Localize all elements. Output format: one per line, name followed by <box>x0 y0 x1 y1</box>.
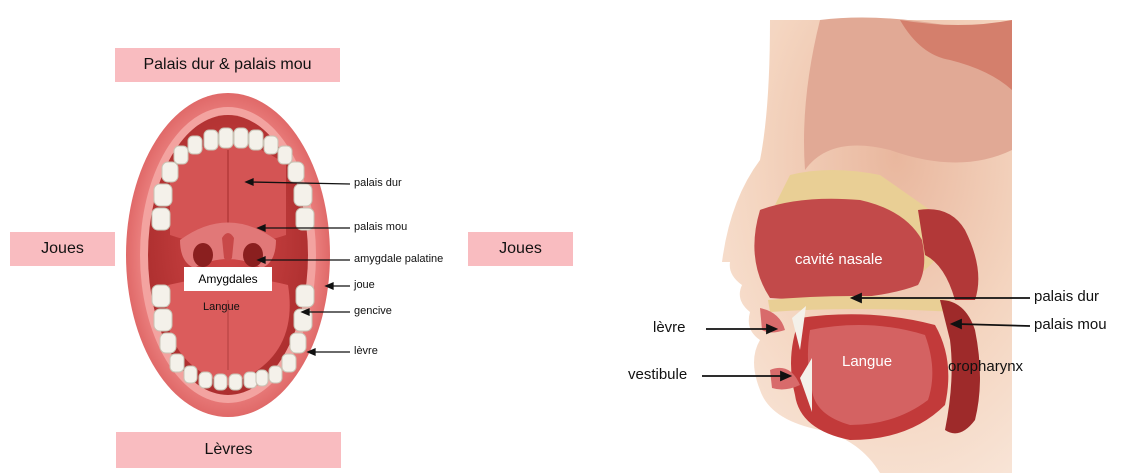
tonsil-left <box>193 243 213 267</box>
label-vestibule: vestibule <box>628 366 687 383</box>
palate-title-box: Palais dur & palais mou <box>115 48 340 82</box>
label-cavite-nasale: cavité nasale <box>795 251 883 268</box>
label-levre-right: lèvre <box>653 319 686 336</box>
label-levre: lèvre <box>354 345 378 357</box>
label-palais-dur-right: palais dur <box>1034 288 1099 305</box>
label-amygdale-palatine: amygdale palatine <box>354 253 443 265</box>
amygdales-label: Amygdales <box>184 267 272 291</box>
label-palais-mou: palais mou <box>354 221 407 233</box>
sagittal-head-illustration <box>722 18 1012 473</box>
label-gencive: gencive <box>354 305 392 317</box>
label-palais-mou-right: palais mou <box>1034 316 1107 333</box>
open-mouth-illustration <box>126 93 330 417</box>
lips-title-box: Lèvres <box>116 432 341 468</box>
langue-inner-label: Langue <box>203 301 240 313</box>
label-langue: Langue <box>842 353 892 370</box>
tonsil-right <box>243 243 263 267</box>
cheeks-right-box: Joues <box>468 232 573 266</box>
label-joue: joue <box>354 279 375 291</box>
label-oropharynx: oropharynx <box>948 358 1023 375</box>
label-palais-dur: palais dur <box>354 177 402 189</box>
cheeks-left-box: Joues <box>10 232 115 266</box>
